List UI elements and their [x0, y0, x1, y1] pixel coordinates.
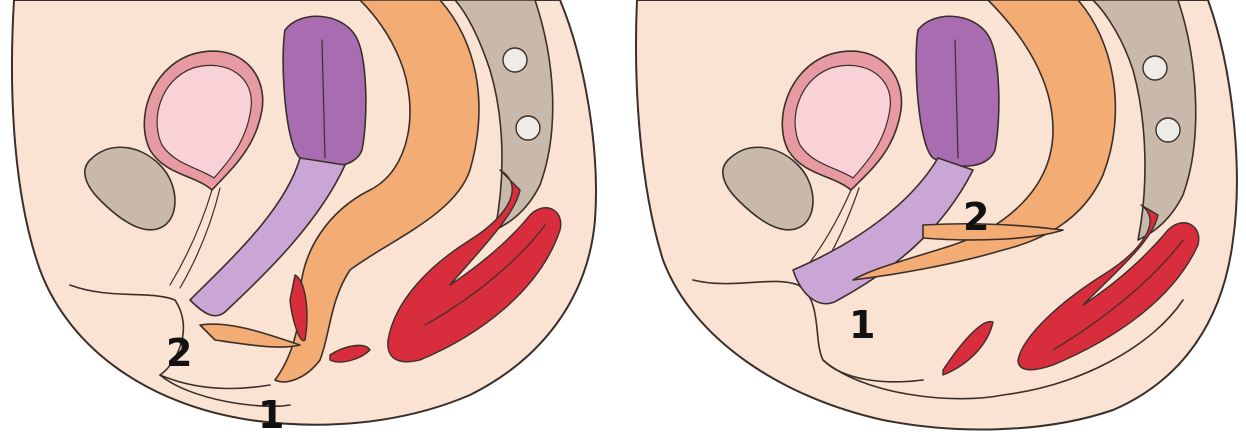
label-1: 1 [258, 393, 284, 434]
label-1: 1 [849, 303, 875, 347]
sacral-foramen-1 [503, 48, 527, 72]
sacral-foramen-2 [1156, 118, 1180, 142]
pelvis-sagittal-left: 1 2 [0, 0, 623, 434]
pelvis-sagittal-right: 1 2 [623, 0, 1246, 434]
panel-right-diagram: 1 2 [623, 0, 1246, 434]
label-2: 2 [963, 195, 989, 239]
sacral-foramen-2 [516, 116, 540, 140]
sacral-foramen-1 [1143, 56, 1167, 80]
panel-left-diagram: 1 2 [0, 0, 623, 434]
label-2: 2 [166, 331, 192, 375]
